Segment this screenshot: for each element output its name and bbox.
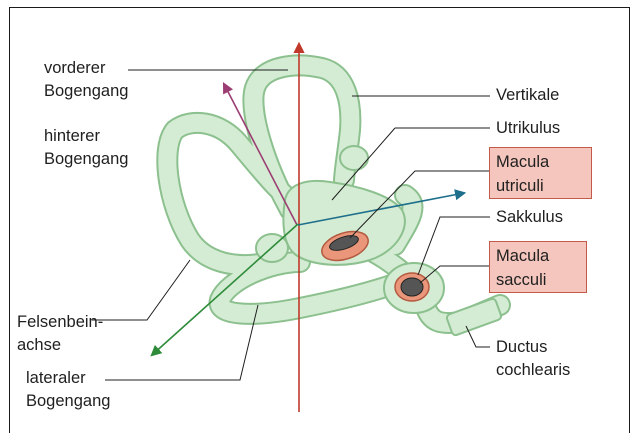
label-vorderer-bogengang: vorderer Bogengang xyxy=(44,57,128,103)
petrous-axis xyxy=(152,224,298,355)
ampulla xyxy=(340,146,368,170)
label-vertikale: Vertikale xyxy=(496,84,559,107)
label-lateraler-bogengang: lateraler Bogengang xyxy=(26,367,110,413)
label-hinterer-bogengang: hinterer Bogengang xyxy=(44,125,128,171)
label-felsenbeinachse: Felsenbein- achse xyxy=(17,311,103,357)
box-macula-utriculi: Macula utriculi xyxy=(489,147,592,199)
box-macula-sacculi: Macula sacculi xyxy=(489,241,587,293)
macula-sacculi-otoliths xyxy=(401,278,423,296)
ductus-cochlearis-shape xyxy=(446,298,502,336)
label-utrikulus: Utrikulus xyxy=(496,117,560,140)
label-sakkulus: Sakkulus xyxy=(496,206,563,229)
label-ductus-cochlearis: Ductus cochlearis xyxy=(496,336,570,382)
